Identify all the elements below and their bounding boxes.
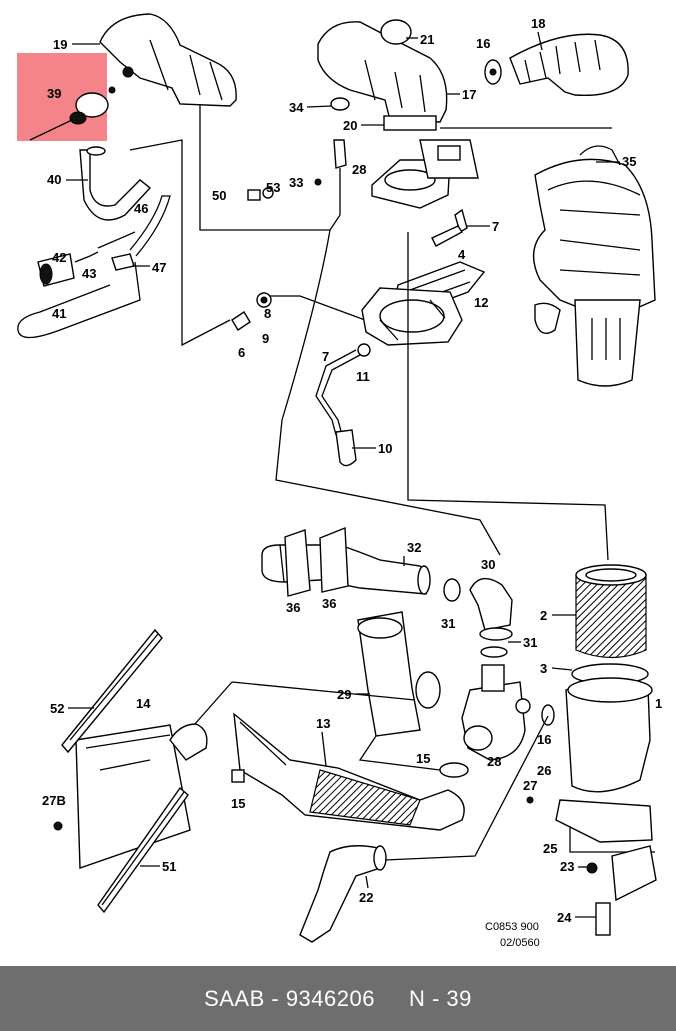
label-20: 20 bbox=[343, 118, 357, 133]
exploded-parts-diagram: 19 39 40 42 43 46 47 41 50 53 6 9 8 21 3… bbox=[17, 13, 662, 949]
label-24: 24 bbox=[557, 910, 572, 925]
label-3: 3 bbox=[540, 661, 547, 676]
label-31-left: 31 bbox=[441, 616, 455, 631]
label-29: 29 bbox=[337, 687, 351, 702]
label-36-left: 36 bbox=[286, 600, 300, 615]
label-31-right: 31 bbox=[523, 635, 537, 650]
label-19: 19 bbox=[53, 37, 67, 52]
label-27b: 27B bbox=[42, 793, 66, 808]
label-6: 6 bbox=[238, 345, 245, 360]
label-16-bottom: 16 bbox=[537, 732, 551, 747]
part-number-text: SAAB - 9346206 bbox=[204, 985, 375, 1011]
drawing-code: C0853 900 bbox=[485, 921, 539, 933]
label-4: 4 bbox=[458, 247, 466, 262]
hose-19-drawing bbox=[99, 13, 237, 107]
position-reference-text: N - 39 bbox=[408, 985, 472, 1011]
label-51: 51 bbox=[162, 859, 176, 874]
label-10: 10 bbox=[378, 441, 392, 456]
label-40: 40 bbox=[47, 172, 61, 187]
label-46: 46 bbox=[134, 201, 148, 216]
label-17: 17 bbox=[462, 87, 476, 102]
label-34: 34 bbox=[289, 100, 304, 115]
label-22: 22 bbox=[359, 890, 373, 905]
label-42: 42 bbox=[52, 250, 66, 265]
label-21: 21 bbox=[420, 32, 434, 47]
label-25: 25 bbox=[543, 841, 557, 856]
label-43: 43 bbox=[82, 266, 96, 281]
label-1: 1 bbox=[655, 696, 662, 711]
label-47: 47 bbox=[152, 260, 166, 275]
label-39: 39 bbox=[47, 86, 61, 101]
label-26: 26 bbox=[537, 763, 551, 778]
label-28-top: 28 bbox=[352, 162, 366, 177]
label-33: 33 bbox=[289, 175, 303, 190]
label-15-right: 15 bbox=[416, 751, 430, 766]
label-16-top: 16 bbox=[476, 36, 490, 51]
label-9: 9 bbox=[262, 331, 269, 346]
label-36-right: 36 bbox=[322, 596, 336, 611]
label-15-left: 15 bbox=[231, 796, 245, 811]
label-50: 50 bbox=[212, 188, 226, 203]
label-28-bottom: 28 bbox=[487, 754, 501, 769]
label-53: 53 bbox=[266, 180, 280, 195]
label-12: 12 bbox=[474, 295, 488, 310]
label-8: 8 bbox=[264, 306, 271, 321]
label-23: 23 bbox=[560, 859, 574, 874]
label-13: 13 bbox=[316, 716, 330, 731]
label-14: 14 bbox=[136, 696, 151, 711]
part-labels: 19 39 40 42 43 46 47 41 50 53 6 9 8 21 3… bbox=[42, 16, 662, 949]
label-30: 30 bbox=[481, 557, 495, 572]
label-7-top: 7 bbox=[492, 219, 499, 234]
label-35: 35 bbox=[622, 154, 636, 169]
drawing-date-code: 02/0560 bbox=[500, 937, 540, 949]
label-11: 11 bbox=[356, 369, 370, 384]
label-7-mid: 7 bbox=[322, 349, 329, 364]
label-41: 41 bbox=[52, 306, 66, 321]
label-18: 18 bbox=[531, 16, 545, 31]
label-2: 2 bbox=[540, 608, 547, 623]
label-32: 32 bbox=[407, 540, 421, 555]
label-27: 27 bbox=[523, 778, 537, 793]
footer-bar: SAAB - 9346206 N - 39 bbox=[0, 966, 676, 1031]
label-52: 52 bbox=[50, 701, 64, 716]
